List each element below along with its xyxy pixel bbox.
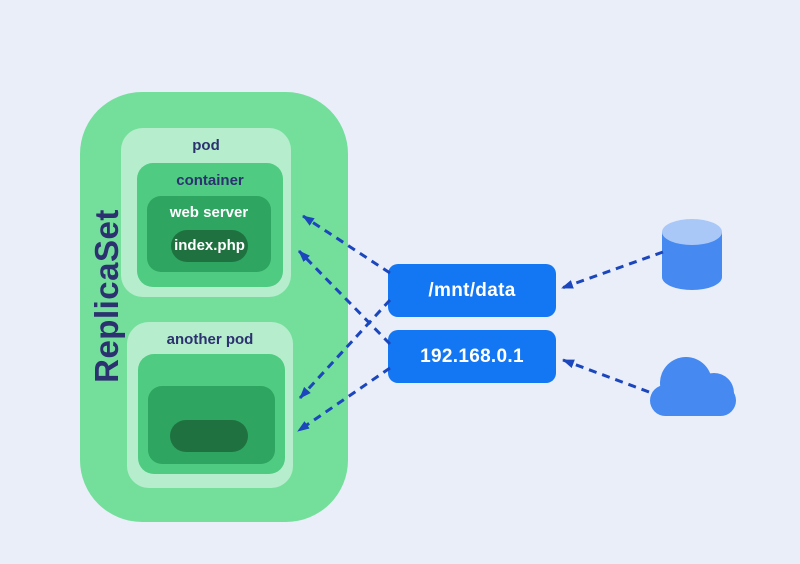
pod-box: pod container web server index.php (121, 128, 291, 297)
mnt-data-label: /mnt/data (428, 279, 516, 301)
index-php-pill: index.php (171, 230, 248, 262)
arrow-database-to-mnt-data (561, 250, 664, 290)
web-server-label: web server (169, 204, 249, 221)
database-icon (662, 219, 722, 290)
another-pod-label: another pod (166, 331, 254, 348)
container-label: container (176, 172, 244, 189)
cloud-icon (650, 357, 736, 416)
replicaset-group: ReplicaSet pod container web server inde… (80, 92, 348, 522)
cloud-base (650, 385, 736, 416)
another-container-box (138, 354, 285, 474)
ip-address-label: 192.168.0.1 (420, 345, 524, 367)
database-body (662, 232, 722, 290)
web-server-box: web server index.php (147, 196, 271, 272)
another-index-pill (170, 420, 248, 452)
arrow-cloud-to-ip (562, 358, 650, 394)
container-box: container web server index.php (137, 163, 283, 287)
database-top (662, 219, 722, 245)
pod-label: pod (192, 137, 220, 154)
another-web-server-box (148, 386, 275, 464)
another-pod-box: another pod (127, 322, 293, 488)
ip-address-node: 192.168.0.1 (388, 330, 556, 383)
mnt-data-node: /mnt/data (388, 264, 556, 317)
